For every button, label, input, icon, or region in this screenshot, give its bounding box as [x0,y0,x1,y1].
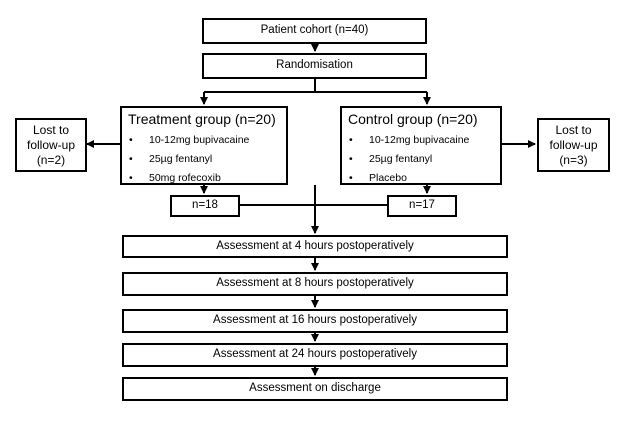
patient-cohort-label: Patient cohort (n=40) [260,24,369,37]
randomisation-label: Randomisation [276,59,353,72]
assessment-16h-box: Assessment at 16 hours postoperatively [122,309,508,333]
list-item: •Placebo [349,172,407,185]
randomisation-box: Randomisation [202,53,427,79]
treatment-items: •10-12mg bupivacaine •25µg fentanyl •50m… [128,131,280,188]
assessment-4h-box: Assessment at 4 hours postoperatively [122,235,508,258]
control-group-box: Control group (n=20) •10-12mg bupivacain… [340,106,502,185]
lost-to-follow-up-left-box: Lost to follow-up (n=2) [15,118,87,172]
assessment-8h-box: Assessment at 8 hours postoperatively [122,272,508,296]
control-count-box: n=17 [387,195,457,217]
list-item: •25µg fentanyl [349,153,433,166]
patient-cohort-box: Patient cohort (n=40) [202,18,427,44]
control-count-label: n=17 [409,199,435,212]
list-item: •50mg rofecoxib [129,172,221,185]
list-item: •10-12mg bupivacaine [349,134,470,147]
control-items: •10-12mg bupivacaine •25µg fentanyl •Pla… [348,131,494,188]
treatment-group-title: Treatment group (n=20) [128,111,276,127]
assessment-24h-box: Assessment at 24 hours postoperatively [122,343,508,367]
lost-to-follow-up-right-box: Lost to follow-up (n=3) [537,118,610,172]
control-group-title: Control group (n=20) [348,111,478,127]
treatment-count-label: n=18 [192,199,218,212]
treatment-group-box: Treatment group (n=20) •10-12mg bupivaca… [120,106,288,185]
list-item: •25µg fentanyl [129,153,213,166]
list-item: •10-12mg bupivacaine [129,134,250,147]
assessment-discharge-box: Assessment on discharge [122,377,508,401]
treatment-count-box: n=18 [170,195,240,217]
